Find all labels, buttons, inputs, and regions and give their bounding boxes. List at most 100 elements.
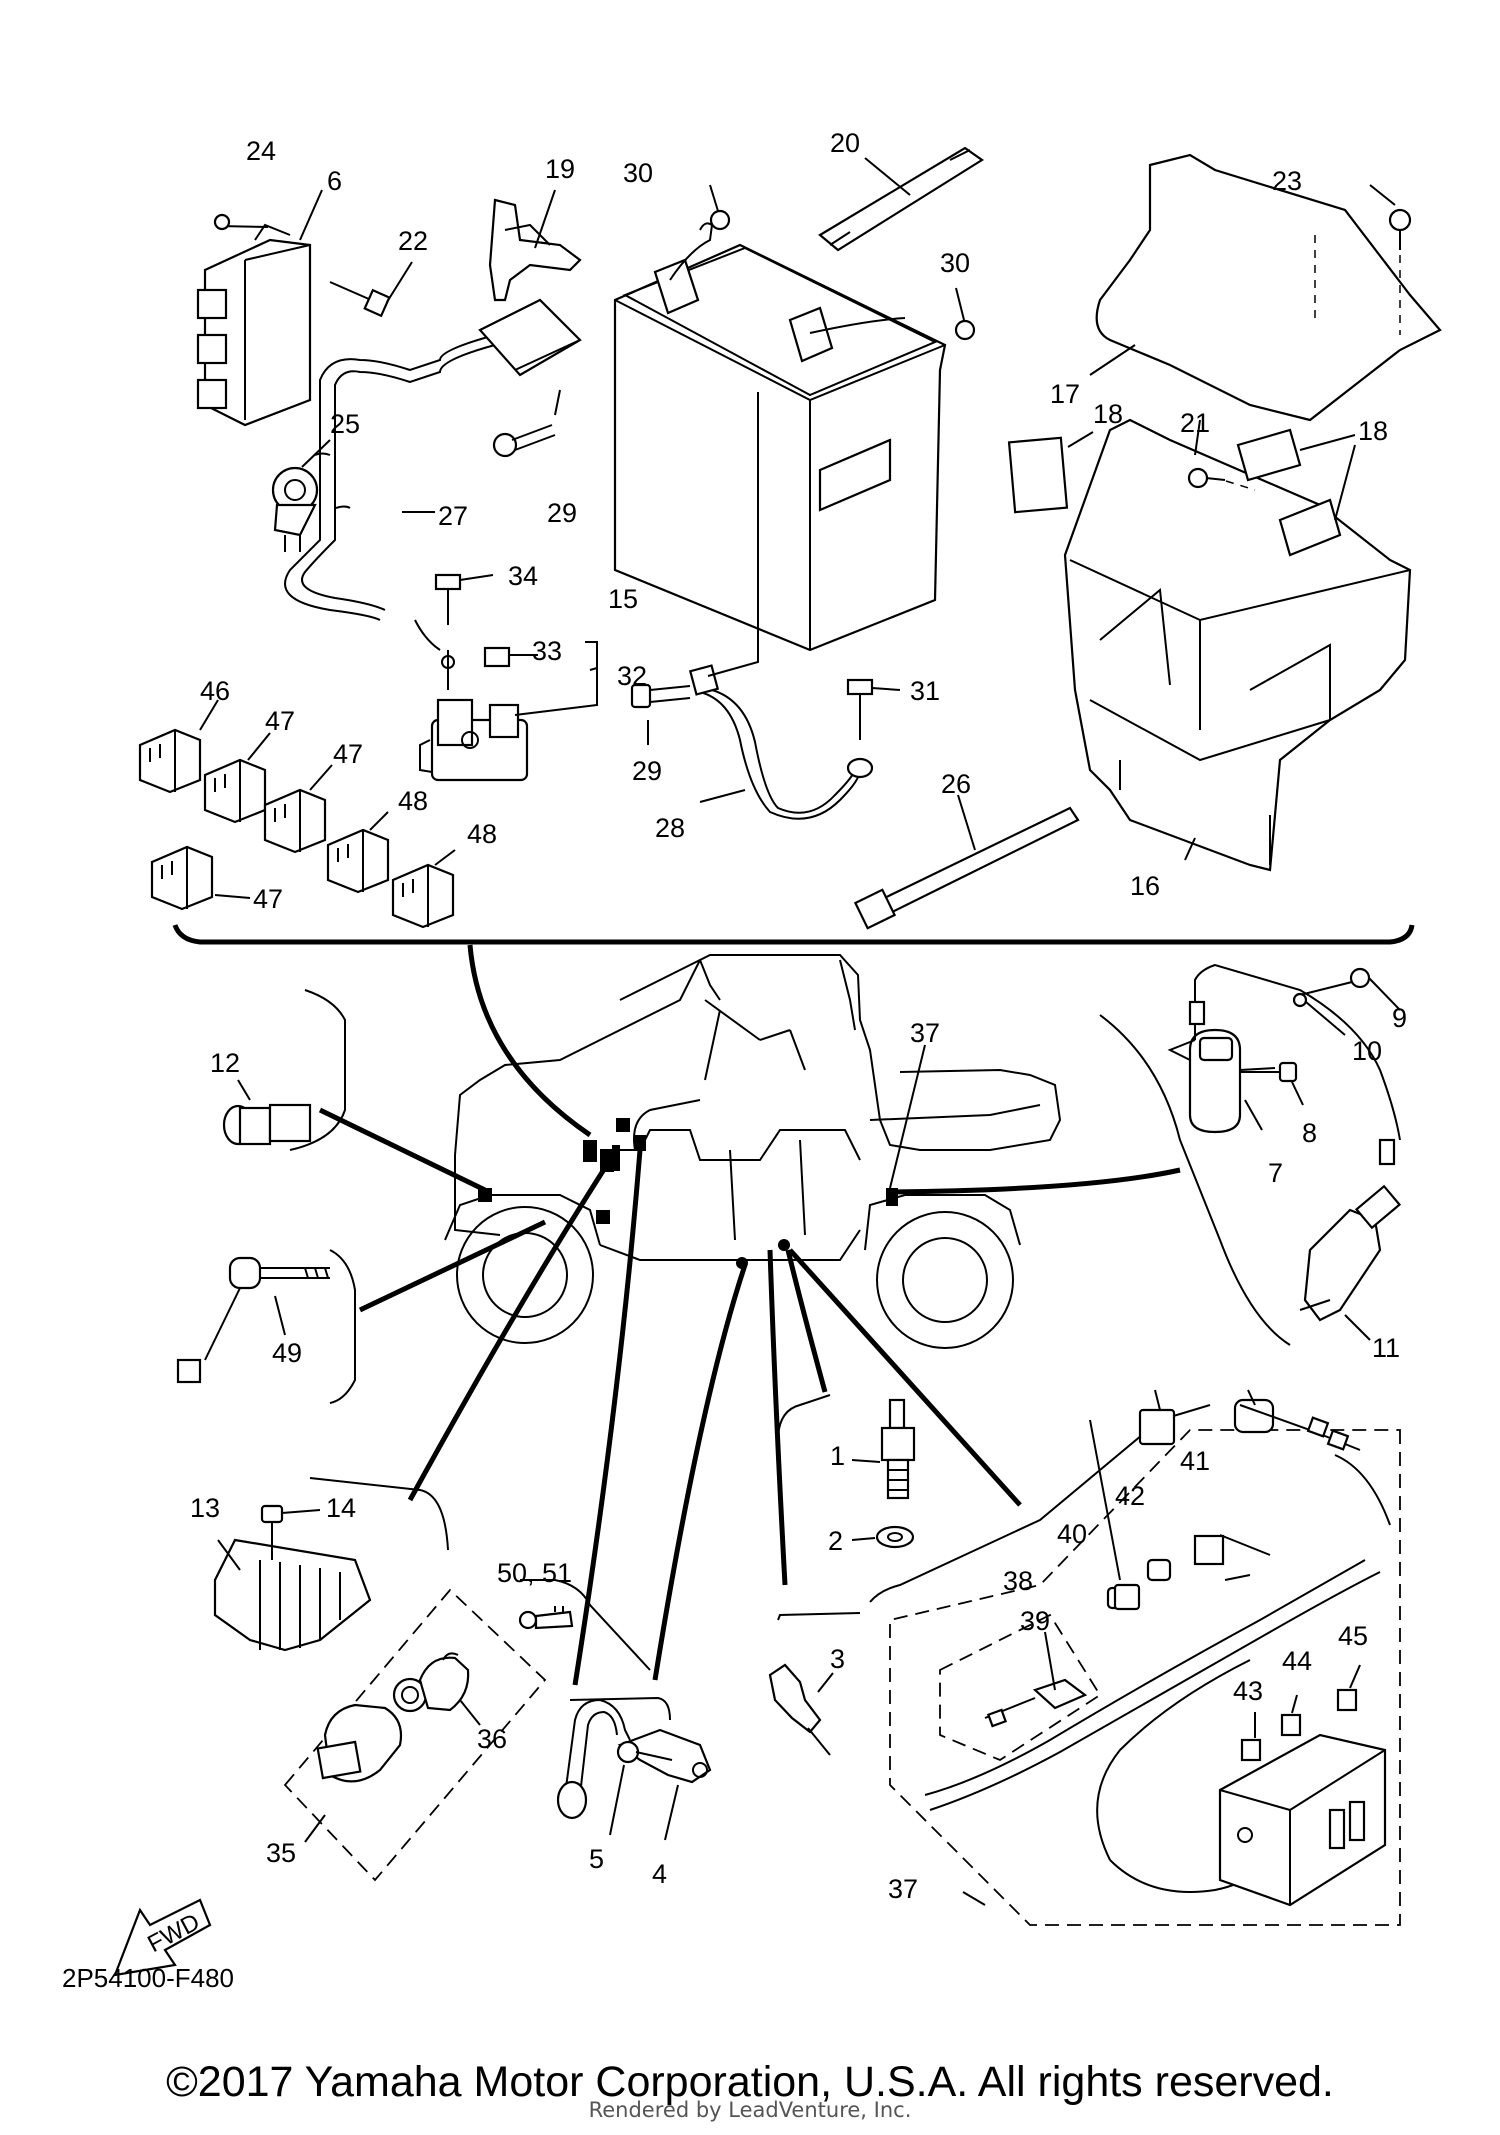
rectifier-regulator-13[interactable] [213,1538,372,1652]
copyright-notice: ©2017 Yamaha Motor Corporation, U.S.A. A… [166,2058,1334,2106]
callout-5: 5 [589,1844,604,1874]
callout-15: 15 [608,584,638,614]
relay-40[interactable] [1113,1583,1141,1611]
relay-42[interactable] [1138,1408,1176,1446]
callout-4: 4 [652,1859,667,1889]
battery-tray-16[interactable] [1063,418,1412,872]
bolt-31[interactable] [846,678,874,740]
connector-47-c[interactable] [150,845,214,911]
sensor-49[interactable] [176,1256,330,1384]
callout-46: 46 [200,676,230,706]
fuse-43[interactable] [1240,1738,1262,1762]
callout-24: 24 [246,136,276,166]
callout-45: 45 [1338,1621,1368,1651]
battery-cover-17[interactable] [1095,153,1442,422]
callout-10: 10 [1352,1036,1382,1066]
callout-42: 42 [1115,1481,1145,1511]
pad-18-left[interactable] [1007,436,1069,514]
washer-10[interactable] [1292,992,1308,1008]
callout-30-left: 30 [623,158,653,188]
connector-47-b[interactable] [263,788,327,854]
pad-18-right[interactable] [1278,498,1342,557]
starter-relay-32[interactable] [419,698,529,782]
ignition-coil-7[interactable] [1167,963,1401,1141]
callout-21: 21 [1180,408,1210,438]
callout-49: 49 [272,1338,302,1368]
gasket-2[interactable] [875,1525,915,1549]
connector-46[interactable] [138,728,202,794]
callout-11: 11 [1372,1333,1400,1363]
callout-34: 34 [508,561,538,591]
bolt-29-upper[interactable] [492,424,556,458]
callout-8: 8 [1302,1118,1317,1148]
callout-14: 14 [326,1493,356,1523]
bolt-34[interactable] [434,573,462,625]
fuse-45[interactable] [1336,1688,1358,1712]
bolt-8[interactable] [1240,1061,1298,1083]
spark-plug-1[interactable] [880,1398,916,1500]
fuse-33[interactable] [483,646,511,668]
screw-21[interactable] [1187,467,1226,489]
battery-15[interactable] [613,243,947,652]
callout-23: 23 [1272,166,1302,196]
pad-18-center[interactable] [1236,428,1302,482]
spark-plug-3[interactable] [768,1663,831,1756]
ecu-unit[interactable] [196,223,312,427]
connector-marker-7 [596,1210,610,1224]
rendered-by-note: Rendered by LeadVenture, Inc. [588,2098,912,2122]
bolt-29-lower[interactable] [630,683,691,709]
wire-harness-27[interactable] [284,298,582,621]
fuse-box[interactable] [1218,1733,1387,1907]
callout-48-b: 48 [467,819,497,849]
callout-13: 13 [190,1493,220,1523]
harness-box-37 [889,1429,1401,1926]
callout-41: 41 [1180,1446,1210,1476]
kit-box-35 [283,1588,547,1882]
connector-dot-2 [778,1239,790,1251]
bolt-9[interactable] [1299,967,1371,996]
callout-28: 28 [655,813,685,843]
relay-39[interactable] [984,1678,1088,1728]
bolt-5[interactable] [616,1740,673,1764]
screw-23[interactable] [1388,208,1412,250]
callout-44: 44 [1282,1646,1312,1676]
connector-48-b[interactable] [391,863,455,929]
callout-22: 22 [398,226,428,256]
callout-32: 32 [617,661,647,691]
callout-12: 12 [210,1048,240,1078]
callout-18-left: 18 [1093,399,1123,429]
battery-strap-20[interactable] [818,146,984,252]
callout-25: 25 [330,409,360,439]
sensor-bracket-4[interactable] [556,1698,712,1820]
fuse-44[interactable] [1280,1713,1302,1737]
callout-47-b: 47 [333,739,363,769]
nut-24[interactable] [213,213,231,231]
key-50-51[interactable] [518,1606,574,1630]
top-bracket-line [172,924,1415,945]
connector-48-a[interactable] [326,828,390,894]
callout-29-upper: 29 [547,498,577,528]
clip-19[interactable] [488,198,582,302]
vehicle-illustration [444,954,1062,1349]
callout-31: 31 [910,676,940,706]
switch-12[interactable] [222,1103,312,1146]
connector-marker-6 [478,1188,492,1202]
connector-47-a[interactable] [203,758,267,824]
callout-50-51: 50, 51 [497,1558,572,1588]
callout-43: 43 [1233,1676,1263,1706]
callout-38: 38 [1003,1566,1033,1596]
coil-wire-end [1378,1138,1396,1166]
bolt-22[interactable] [329,281,391,318]
nut-30-left[interactable] [709,209,731,231]
nut-30-right[interactable] [954,319,976,341]
callout-17: 17 [1050,379,1080,409]
bolt-14[interactable] [260,1504,284,1560]
clamp-25[interactable] [271,466,319,552]
cable-tie-26[interactable] [853,806,1080,930]
spark-plug-cap-11[interactable] [1299,1184,1402,1322]
callout-37-upper: 37 [910,1018,940,1048]
callout-27: 27 [438,501,468,531]
sensor-assembly-35[interactable] [316,1652,470,1783]
battery-cable-28[interactable] [688,664,874,820]
callout-33: 33 [532,636,562,666]
